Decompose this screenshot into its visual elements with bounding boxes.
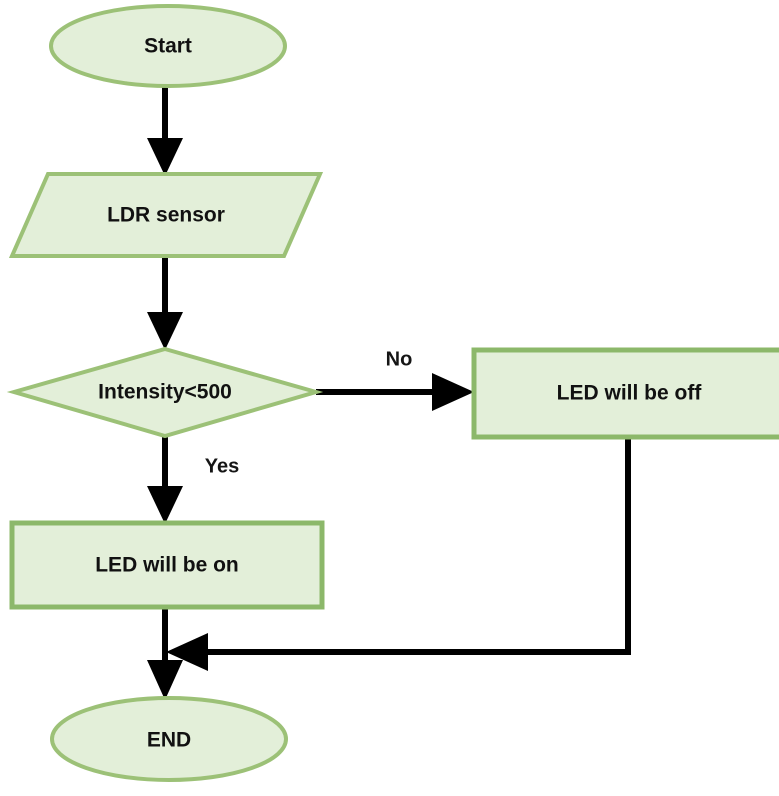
- edge-ldr-sensor-to-decision: [147, 256, 183, 350]
- node-led-off-label: LED will be off: [557, 382, 703, 405]
- node-led-off[interactable]: LED will be off: [471, 347, 779, 440]
- edge-decision-to-led-on: [147, 437, 183, 524]
- edge-label-no: No: [386, 348, 413, 370]
- edge-led-off-to-end: [166, 437, 631, 671]
- node-end-label: END: [147, 729, 191, 752]
- node-ldr-sensor[interactable]: LDR sensor: [8, 172, 324, 258]
- node-intensity-check-label: Intensity<500: [98, 381, 232, 404]
- edge-decision-to-led-off: [316, 373, 474, 411]
- node-led-on-label: LED will be on: [95, 554, 239, 577]
- node-led-on[interactable]: LED will be on: [9, 520, 325, 610]
- node-ldr-sensor-label: LDR sensor: [107, 204, 225, 227]
- edge-led-on-to-end: [147, 606, 183, 700]
- node-start-label: Start: [144, 35, 192, 58]
- node-start[interactable]: Start: [49, 4, 287, 88]
- edge-label-yes: Yes: [205, 455, 239, 477]
- node-intensity-check[interactable]: Intensity<500: [6, 346, 324, 439]
- node-end[interactable]: END: [50, 696, 288, 782]
- edge-start-to-ldr-sensor: [147, 86, 183, 176]
